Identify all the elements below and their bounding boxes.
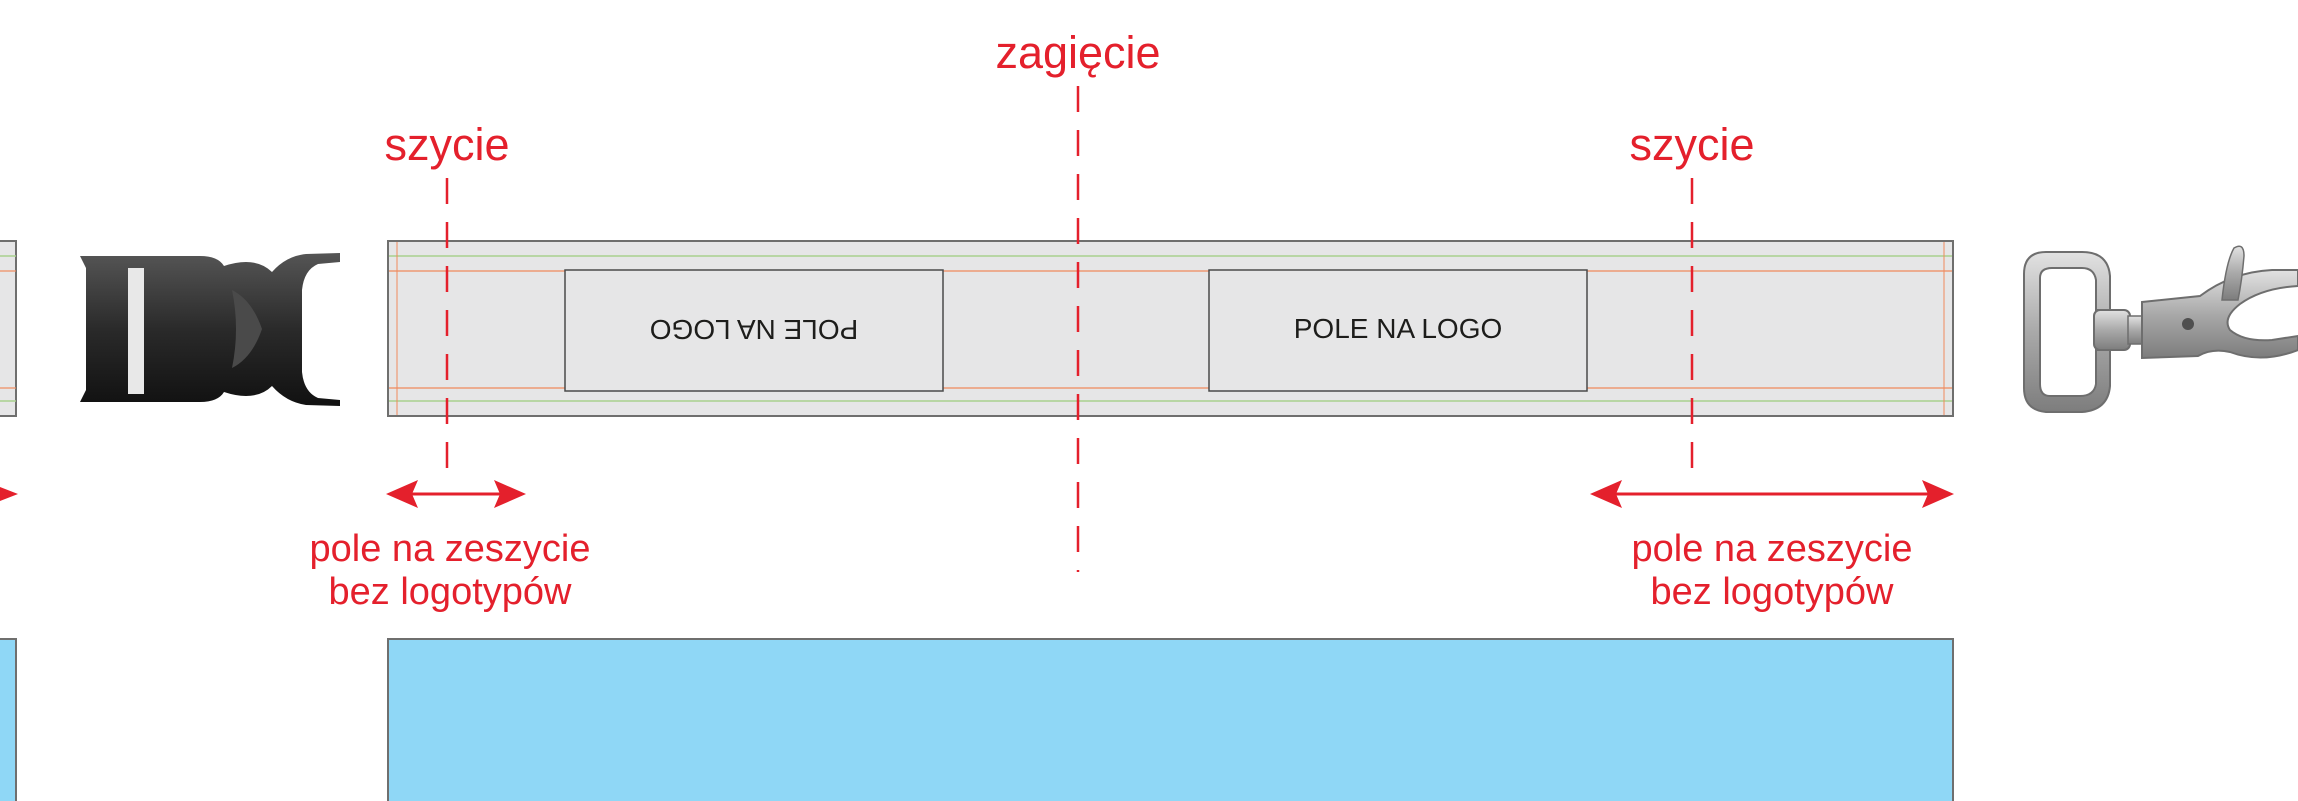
logo-field-right-label: POLE NA LOGO xyxy=(1293,313,1503,344)
logo-field-left-label: POLE NA LOGO xyxy=(649,314,859,345)
sewing-area-label-right-line1: pole na zeszycie xyxy=(1631,528,1913,570)
lower-strap-print-area xyxy=(387,638,1954,801)
left-lower-strap-fragment xyxy=(0,638,17,801)
left-strap-fragment xyxy=(0,240,17,417)
sewing-area-label-left-line1: pole na zeszycie xyxy=(309,528,591,570)
sewing-label-right: szycie xyxy=(1629,119,1755,170)
sewing-area-label-right: pole na zeszycie bez logotypów xyxy=(1612,528,1932,614)
swivel-carabiner-hook-icon xyxy=(2023,245,2298,413)
sewing-area-label-left-line2: bez logotypów xyxy=(328,570,572,613)
sewing-area-label-left: pole na zeszycie bez logotypów xyxy=(290,528,610,614)
sewing-label-left: szycie xyxy=(384,119,510,170)
logo-field-right xyxy=(1208,269,1588,392)
sewing-area-arrow-left xyxy=(386,480,526,508)
sewing-area-label-right-line2: bez logotypów xyxy=(1650,570,1894,613)
fold-label: zagięcie xyxy=(995,27,1161,78)
side-release-buckle-icon xyxy=(80,253,340,406)
sewing-area-arrow-right xyxy=(1590,480,1954,508)
left-arrow-fragment xyxy=(0,487,18,501)
logo-field-left xyxy=(564,269,944,392)
